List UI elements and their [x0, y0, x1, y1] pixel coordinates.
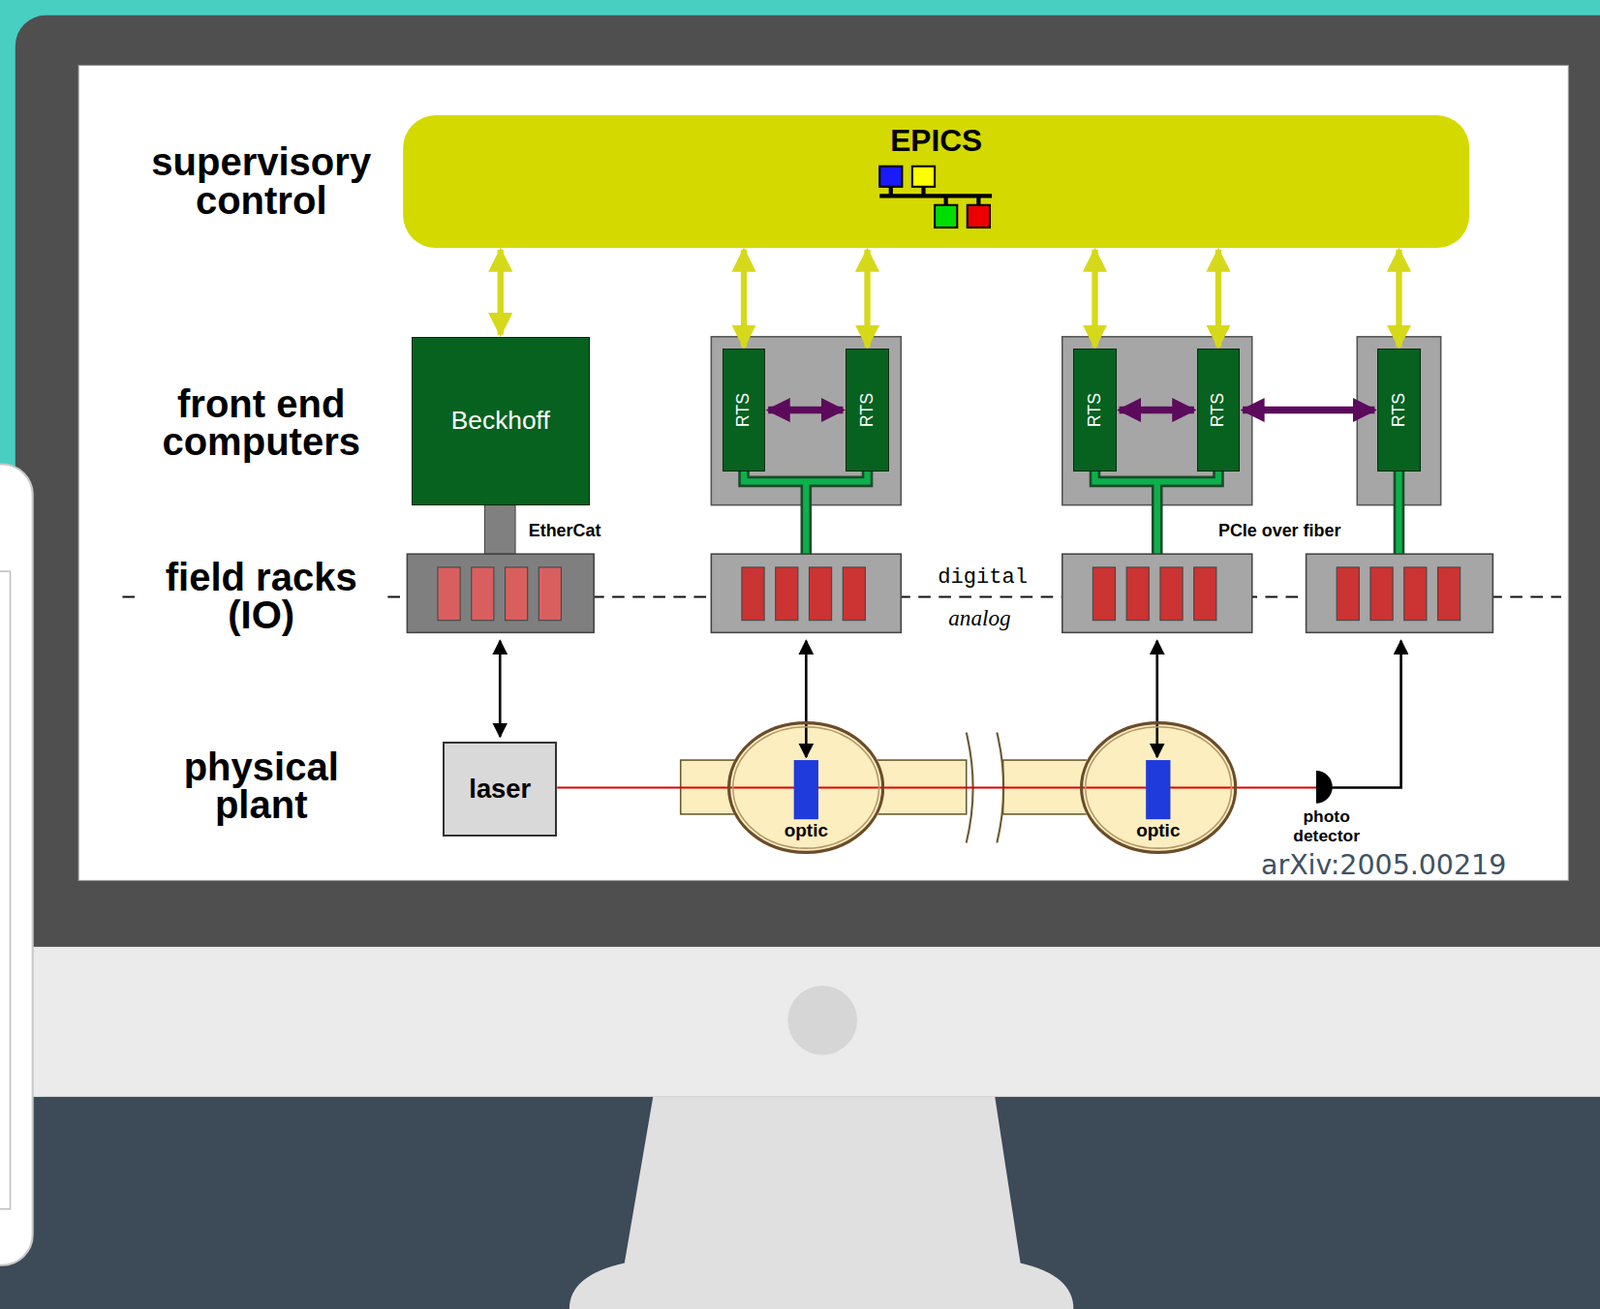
monitor-stand [569, 1097, 1074, 1309]
supervisory-link [1215, 249, 1222, 347]
supervisory-band: EPICS [402, 115, 1470, 248]
logo-bus [879, 186, 992, 206]
io-module [1336, 567, 1359, 621]
computer-label: RTS [734, 393, 755, 429]
system-name: EPICS [890, 125, 983, 157]
row-label: physical plant [141, 748, 382, 825]
io-module [437, 567, 461, 621]
epics-band-fill [402, 115, 1470, 248]
detector-diode [1316, 770, 1333, 804]
monitor-screen [78, 64, 1569, 881]
supervisory-link [740, 249, 747, 347]
io-module [1404, 567, 1427, 621]
node-label: laser [468, 773, 531, 805]
pcie-link-outline [743, 471, 1399, 554]
supervisory-link [863, 249, 870, 347]
rts-link [1242, 406, 1375, 414]
computer-label: RTS [1084, 393, 1106, 429]
rts-link [1119, 406, 1195, 414]
computer-label: RTS [857, 393, 878, 429]
optic-element [794, 760, 819, 820]
row-label: supervisory control [141, 143, 382, 219]
io-wires [499, 641, 1401, 789]
io-module [741, 567, 765, 621]
optic-chamber: optic [1079, 721, 1237, 855]
rts-computer: RTS [1197, 348, 1240, 471]
field-rack [1306, 553, 1494, 633]
supervisory-link [497, 249, 504, 336]
row-label: front end computers [141, 385, 382, 462]
supervisory-link [1091, 249, 1098, 347]
rts-computer: RTS [722, 348, 766, 471]
io-module [1092, 567, 1115, 621]
beckhoff-box: Beckhoff [411, 337, 590, 506]
rts-computer: RTS [1377, 348, 1420, 471]
optic-element [1145, 760, 1170, 820]
pcie-link [743, 471, 1399, 554]
node-label: Beckhoff [451, 405, 551, 436]
computer-label: RTS [1207, 393, 1229, 429]
optic-chamber: optic [727, 721, 885, 855]
logo-square [879, 166, 902, 187]
field-rack [1062, 553, 1253, 633]
bus-label: PCIe over fiber [1218, 521, 1341, 542]
io-module [505, 567, 528, 621]
io-module [471, 567, 494, 621]
photo-detector: photo detector [1280, 769, 1373, 850]
laser-beam [556, 786, 1317, 789]
row-label: field racks (IO) [141, 558, 382, 635]
domain-label: analog [944, 605, 1016, 632]
node-label: optic [1079, 821, 1237, 842]
domain-label: digital [933, 565, 1032, 590]
field-rack [710, 553, 901, 633]
logo-square [912, 166, 935, 187]
io-module [775, 567, 799, 621]
slate-floor [0, 1097, 1600, 1309]
logo-square [967, 205, 990, 228]
laser-box: laser [442, 741, 557, 837]
io-wire [1331, 641, 1402, 789]
io-module [1126, 567, 1149, 621]
monitor-frame [15, 15, 1600, 1098]
node-label: optic [727, 821, 885, 842]
io-wire [498, 641, 502, 738]
io-module [538, 567, 561, 621]
field-rack [406, 553, 594, 633]
rts-link [768, 406, 843, 414]
io-wire [1155, 641, 1159, 758]
tablet-screen [0, 571, 11, 1210]
field-racks [406, 553, 1493, 633]
io-module [1194, 567, 1217, 621]
io-module [842, 567, 865, 621]
logo-square [934, 205, 957, 228]
io-module [1370, 567, 1393, 621]
ethercat-link [484, 505, 516, 555]
supervisory-link [1395, 249, 1402, 347]
io-module [1437, 567, 1460, 621]
monitor-button [787, 985, 858, 1056]
computer-label: RTS [1388, 393, 1410, 429]
tablet-edge [0, 463, 33, 1265]
epics-logo [879, 166, 992, 228]
node-label: photo detector [1280, 807, 1373, 845]
io-module [808, 567, 831, 621]
io-module [1160, 567, 1183, 621]
bus-label: EtherCat [528, 521, 602, 542]
monitor-chin [15, 947, 1600, 1098]
pcie-links [743, 471, 1399, 554]
rts-computer: RTS [1073, 348, 1116, 471]
source-citation: arXiv:2005.00219 [1261, 850, 1507, 883]
rts-computer: RTS [845, 348, 889, 471]
io-wire [804, 641, 808, 758]
